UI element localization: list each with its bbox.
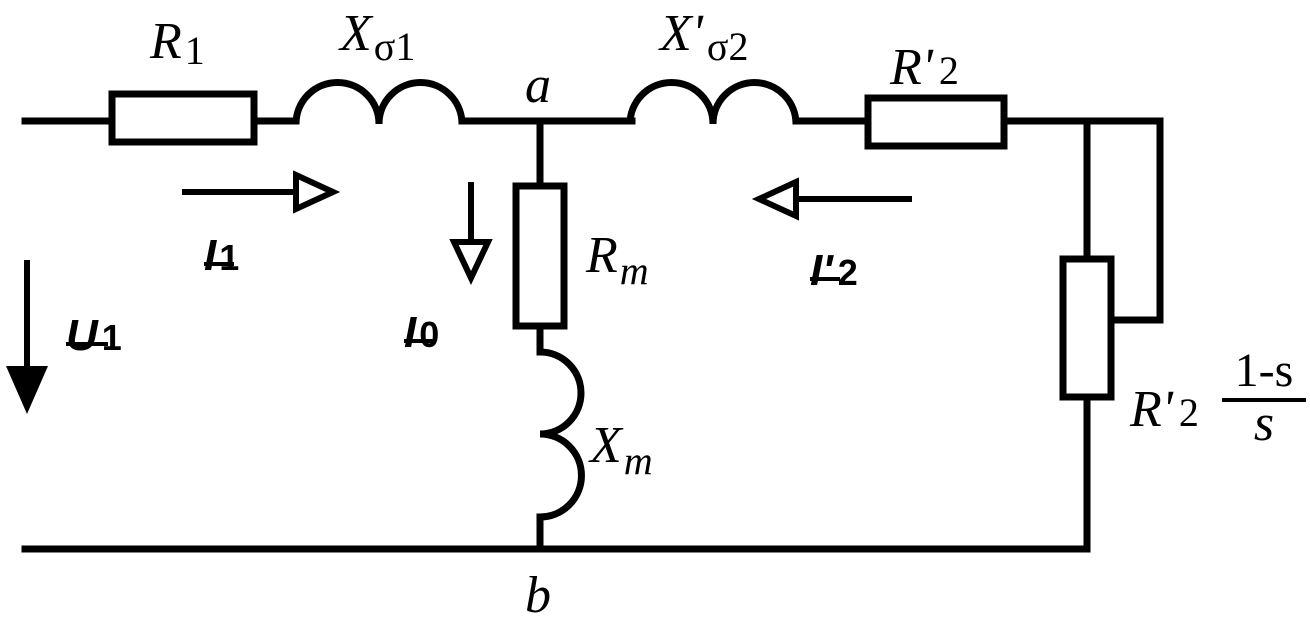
load-resistor [1059,255,1115,401]
current-i0-arrow [449,182,493,286]
r1-label: R1 [149,13,205,73]
r1-resistor [108,90,258,146]
r2-label: R'2 [889,39,959,96]
load-fraction-denominator: s [1254,395,1274,452]
current-i2-label: I'2 [810,246,858,295]
wire-r2-right-branch [1000,117,1164,324]
wires [21,117,1164,553]
node-a-label: a [525,57,551,114]
x-sigma1-label: Xσ1 [338,5,415,69]
x-sigma2-inductor [626,79,800,125]
x-sigma1-inductor [292,79,466,125]
current-i1-label: I1 [204,231,239,280]
rm-label: Rm [585,227,649,293]
load-label-symbol: R'2 [1129,381,1199,438]
load-fraction-numerator: 1-s [1235,344,1294,397]
current-i0-label: I0 [404,308,439,357]
voltage-u1-arrow [6,260,48,414]
node-b-label: b [525,567,551,619]
load-label: R'2 1-s s [1129,344,1306,452]
xm-inductor [539,348,585,521]
xm-label: Xm [588,417,653,483]
rm-resistor [512,182,568,330]
x-sigma2-label: X'σ2 [658,5,748,69]
current-i1-arrow [182,170,341,214]
current-i2-arrow [751,177,912,221]
r2-resistor [864,94,1008,150]
